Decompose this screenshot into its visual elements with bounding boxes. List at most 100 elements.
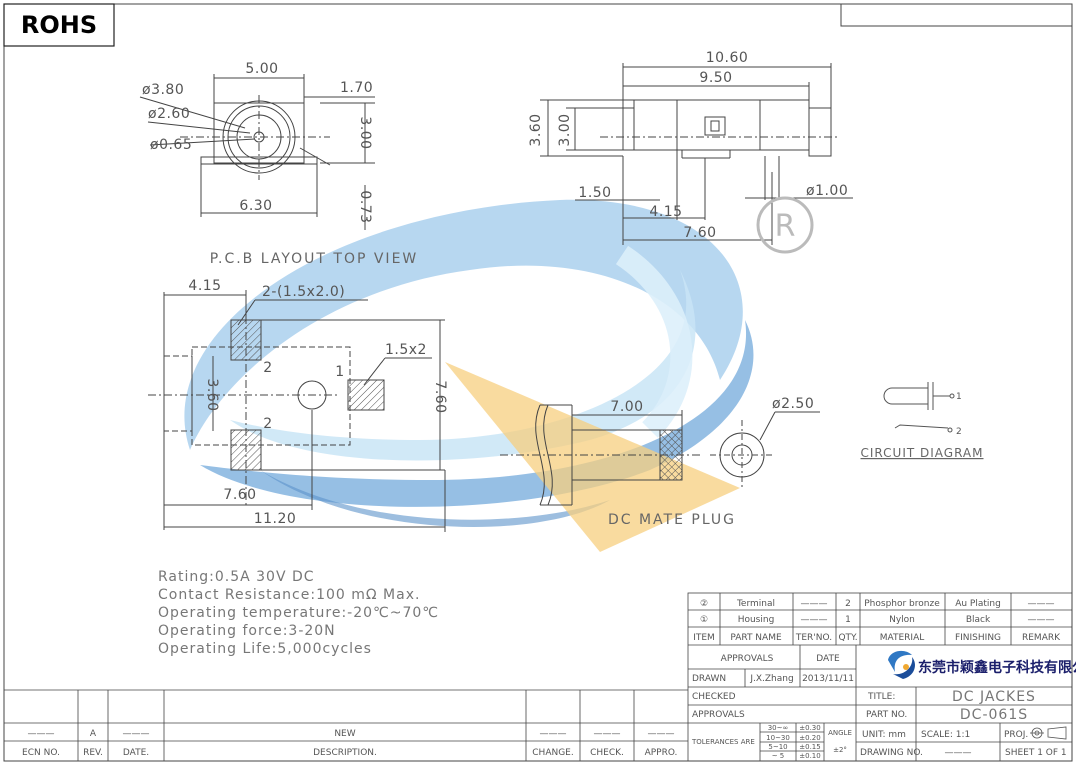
checked-label: CHECKED [692, 692, 736, 702]
dim-side-total: 10.60 [706, 50, 749, 66]
spec-temperature: Operating temperature:-20℃~70℃ [158, 605, 439, 621]
company-logo-watermark [184, 199, 754, 552]
dim-dia-260: ø2.60 [148, 106, 190, 122]
proj-label: PROJ. [1004, 730, 1028, 740]
svg-text:R: R [775, 209, 796, 244]
tol-value-1: ±0.30 [799, 724, 820, 732]
bom-ter-1: ——— [801, 615, 828, 625]
bom-remark-2: ——— [1028, 599, 1055, 609]
dim-side-150: 1.50 [578, 185, 611, 201]
top-view [139, 74, 375, 230]
tol-value-2: ±0.20 [799, 734, 820, 742]
drawing-no-value: ——— [945, 748, 972, 758]
projection-symbol-icon [1030, 726, 1067, 740]
drawing-title: DC JACKES [952, 689, 1036, 705]
circuit-pin-1: 1 [956, 392, 962, 402]
title-block [687, 592, 1073, 762]
bom-header-qty: QTY. [838, 633, 857, 643]
bom-remark-1: ——— [1028, 615, 1055, 625]
dim-pcb-bottom1: 7.60 [223, 487, 256, 503]
company-name: 东莞市颖鑫电子科技有限公司 [918, 659, 1076, 676]
bom-header-finishing: FINISHING [955, 633, 1001, 643]
corner-box [840, 3, 1073, 27]
tol-range-2: 10~30 [766, 734, 790, 742]
rohs-label: ROHS [21, 11, 97, 39]
tol-range-3: 5~10 [768, 743, 787, 751]
revision-block [4, 689, 688, 761]
spec-rating: Rating:0.5A 30V DC [158, 569, 315, 585]
bom-item-2: ② [700, 599, 708, 609]
part-number: DC-061S [960, 707, 1028, 723]
drawn-date: 2013/11/11 [802, 674, 854, 684]
company-logo-icon [888, 650, 915, 679]
drawing-no-label: DRAWING NO. [860, 748, 923, 758]
dim-pcb-inner: 3.60 [204, 378, 220, 411]
approvals-header: APPROVALS [721, 654, 774, 664]
pcb-pin-2b: 2 [263, 416, 272, 432]
bom-header-ter: TER'NO. [795, 633, 832, 643]
rev-header-change: CHANGE. [532, 748, 573, 758]
dim-top-height: 3.00 [357, 116, 373, 149]
date-header: DATE [816, 654, 840, 664]
circuit-pin-2: 2 [956, 427, 962, 437]
dim-plug-length: 7.00 [610, 399, 643, 415]
bom-ter-2: ——— [801, 599, 828, 609]
rev-header-check: CHECK. [590, 748, 624, 758]
dim-plug-dia: ø2.50 [772, 396, 814, 412]
bom-item-1: ① [700, 615, 708, 625]
drawn-label: DRAWN [692, 674, 726, 684]
bom-header-part: PART NAME [730, 633, 782, 643]
dim-side-h-inner: 3.00 [557, 113, 573, 146]
title-label: TITLE: [867, 692, 895, 702]
dim-dia-380: ø3.80 [142, 82, 184, 98]
angle-label: ANGLE [828, 729, 852, 737]
rev-header-date: DATE. [123, 748, 149, 758]
dim-top-pin: 0.73 [357, 190, 373, 223]
dim-pcb-bottom2: 11.20 [254, 511, 297, 527]
sheet-label: SHEET 1 OF 1 [1005, 748, 1067, 758]
bom-finishing-2: Au Plating [955, 599, 1001, 609]
rohs-badge [3, 3, 115, 47]
rev-change-value: ——— [540, 729, 567, 739]
bom-header-item: ITEM [693, 633, 715, 643]
tol-value-3: ±0.15 [799, 743, 820, 751]
bom-header-remark: REMARK [1022, 633, 1061, 643]
tol-value-4: ±0.10 [799, 752, 820, 760]
rev-rev-value: A [90, 729, 97, 739]
dc-mate-plug [500, 404, 820, 506]
spec-list: Rating:0.5A 30V DC Contact Resistance:10… [158, 569, 439, 657]
dim-pcb-height: 7.60 [432, 380, 448, 413]
rev-header-rev: REV. [83, 748, 103, 758]
bom-finishing-1: Black [966, 615, 991, 625]
plug-caption: DC MATE PLUG [608, 512, 736, 528]
dim-top-base: 6.30 [239, 198, 272, 214]
pcb-pin-2a: 2 [263, 360, 272, 376]
dim-dia-065: ø0.65 [150, 137, 192, 153]
spec-force: Operating force:3-20N [158, 623, 336, 639]
spec-life: Operating Life:5,000cycles [158, 641, 372, 657]
dim-top-width: 5.00 [245, 61, 278, 77]
dim-pcb-slot: 1.5x2 [385, 342, 427, 358]
bom-qty-2: 2 [845, 599, 851, 609]
dim-side-415: 4.15 [649, 204, 682, 220]
sheet-border [3, 3, 1073, 762]
tol-range-1: 30~∞ [768, 724, 789, 732]
dim-side-h-outer: 3.60 [528, 113, 544, 146]
bom-part-2: Terminal [736, 599, 775, 609]
bom-header-material: MATERIAL [880, 633, 925, 643]
scale-label: SCALE: 1:1 [921, 730, 970, 740]
rev-date-value: ——— [123, 729, 150, 739]
pcb-layout [148, 290, 446, 532]
bom-material-1: Nylon [889, 615, 915, 625]
circuit-caption: CIRCUIT DIAGRAM [861, 446, 984, 460]
circuit-symbol [883, 382, 955, 433]
bom-material-2: Phosphor bronze [864, 599, 940, 609]
bom-qty-1: 1 [845, 615, 851, 625]
spec-contact: Contact Resistance:100 mΩ Max. [158, 587, 420, 603]
dim-pcb-pads: 2-(1.5x2.0) [262, 284, 345, 300]
dim-side-760: 7.60 [683, 225, 716, 241]
unit-label: UNIT: mm [862, 730, 906, 740]
rev-header-appro: APPRO. [645, 748, 678, 758]
dim-pcb-left: 4.15 [188, 278, 221, 294]
